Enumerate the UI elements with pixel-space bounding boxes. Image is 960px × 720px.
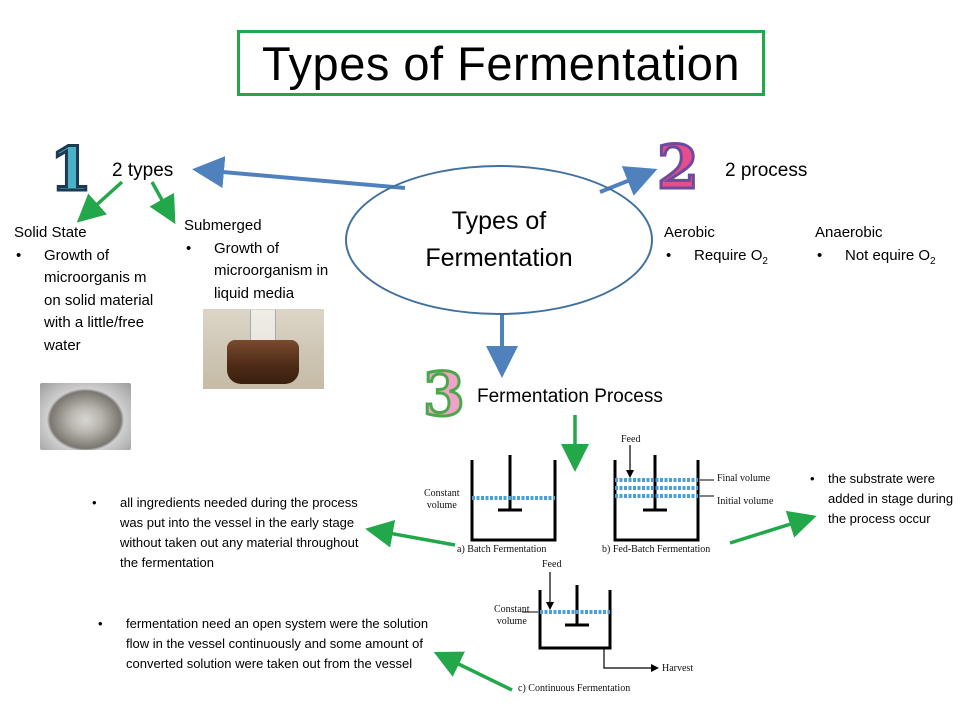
continuous-feed-label: Feed <box>542 559 562 570</box>
final-volume-label: Final volume <box>717 473 771 484</box>
arrow-to-submerged <box>149 181 176 225</box>
submerged-title: Submerged <box>184 217 262 234</box>
submerged-bullet: Growth of microorganism in liquid media <box>184 238 344 306</box>
batch-note: all ingredients needed during the proces… <box>90 493 375 574</box>
center-ellipse: Types of Fermentation <box>345 165 653 315</box>
aerobic-block: Aerobic Require O2 <box>664 222 804 269</box>
title-box: Types of Fermentation <box>237 30 765 96</box>
number-one-icon: 1 <box>49 135 94 205</box>
solid-state-bullet: Growth of microorganis m on solid materi… <box>14 245 156 358</box>
number-two-icon: 2 <box>656 133 701 203</box>
initial-volume-label: Initial volume <box>717 496 774 507</box>
page-title: Types of Fermentation <box>261 36 741 90</box>
center-line1: Types of <box>451 206 547 235</box>
anaerobic-bullet-text: Not equire O <box>845 246 931 264</box>
anaerobic-block: Anaerobic Not equire O2 <box>815 222 945 269</box>
flask-liquid <box>227 340 299 384</box>
harvest-label: Harvest <box>662 663 694 674</box>
arrow-to-continuous-note <box>433 651 513 692</box>
section1-heading: 2 types <box>112 160 174 181</box>
continuous-vessel <box>522 572 659 672</box>
batch-vessel <box>470 455 557 542</box>
fedbatch-caption: b) Fed-Batch Fermentation <box>602 544 711 555</box>
continuous-constant-volume-label: Constant volume <box>494 604 530 627</box>
section3-heading: Fermentation Process <box>477 386 663 407</box>
fedbatch-note-block: the substrate were added in stage during… <box>808 469 958 529</box>
fedbatch-vessel <box>613 445 714 542</box>
aerobic-bullet-text: Require O <box>694 246 763 264</box>
batch-note-block: all ingredients needed during the proces… <box>90 493 375 574</box>
arrow-to-fedbatch-note <box>729 510 817 545</box>
anaerobic-subscript: 2 <box>930 255 936 267</box>
batch-caption: a) Batch Fermentation <box>457 544 547 555</box>
anaerobic-bullet: Not equire O2 <box>815 245 945 269</box>
continuous-note: fermentation need an open system were th… <box>96 614 441 674</box>
section2-heading: 2 process <box>725 160 808 181</box>
anaerobic-title: Anaerobic <box>815 224 883 241</box>
solid-state-block: Solid State Growth of microorganis m on … <box>14 222 156 357</box>
aerobic-subscript: 2 <box>762 255 768 267</box>
flask-neck <box>250 310 276 344</box>
arrow-to-batch-note <box>365 519 456 548</box>
submerged-block: Submerged Growth of microorganism in liq… <box>184 215 344 305</box>
arrow-to-section1 <box>192 156 406 190</box>
center-line2: Fermentation <box>425 244 573 272</box>
batch-constant-volume-label: Constant volume <box>424 488 460 511</box>
fedbatch-feed-label: Feed <box>621 434 641 445</box>
aerobic-bullet: Require O2 <box>664 245 804 269</box>
continuous-note-block: fermentation need an open system were th… <box>96 614 441 674</box>
solid-state-photo <box>40 383 131 450</box>
arrow-to-solid-state <box>76 180 124 223</box>
solid-state-title: Solid State <box>14 224 87 241</box>
fedbatch-note: the substrate were added in stage during… <box>808 469 958 529</box>
number-three-icon: 3 <box>422 360 467 430</box>
continuous-caption: c) Continuous Fermentation <box>518 683 631 694</box>
aerobic-title: Aerobic <box>664 224 715 241</box>
